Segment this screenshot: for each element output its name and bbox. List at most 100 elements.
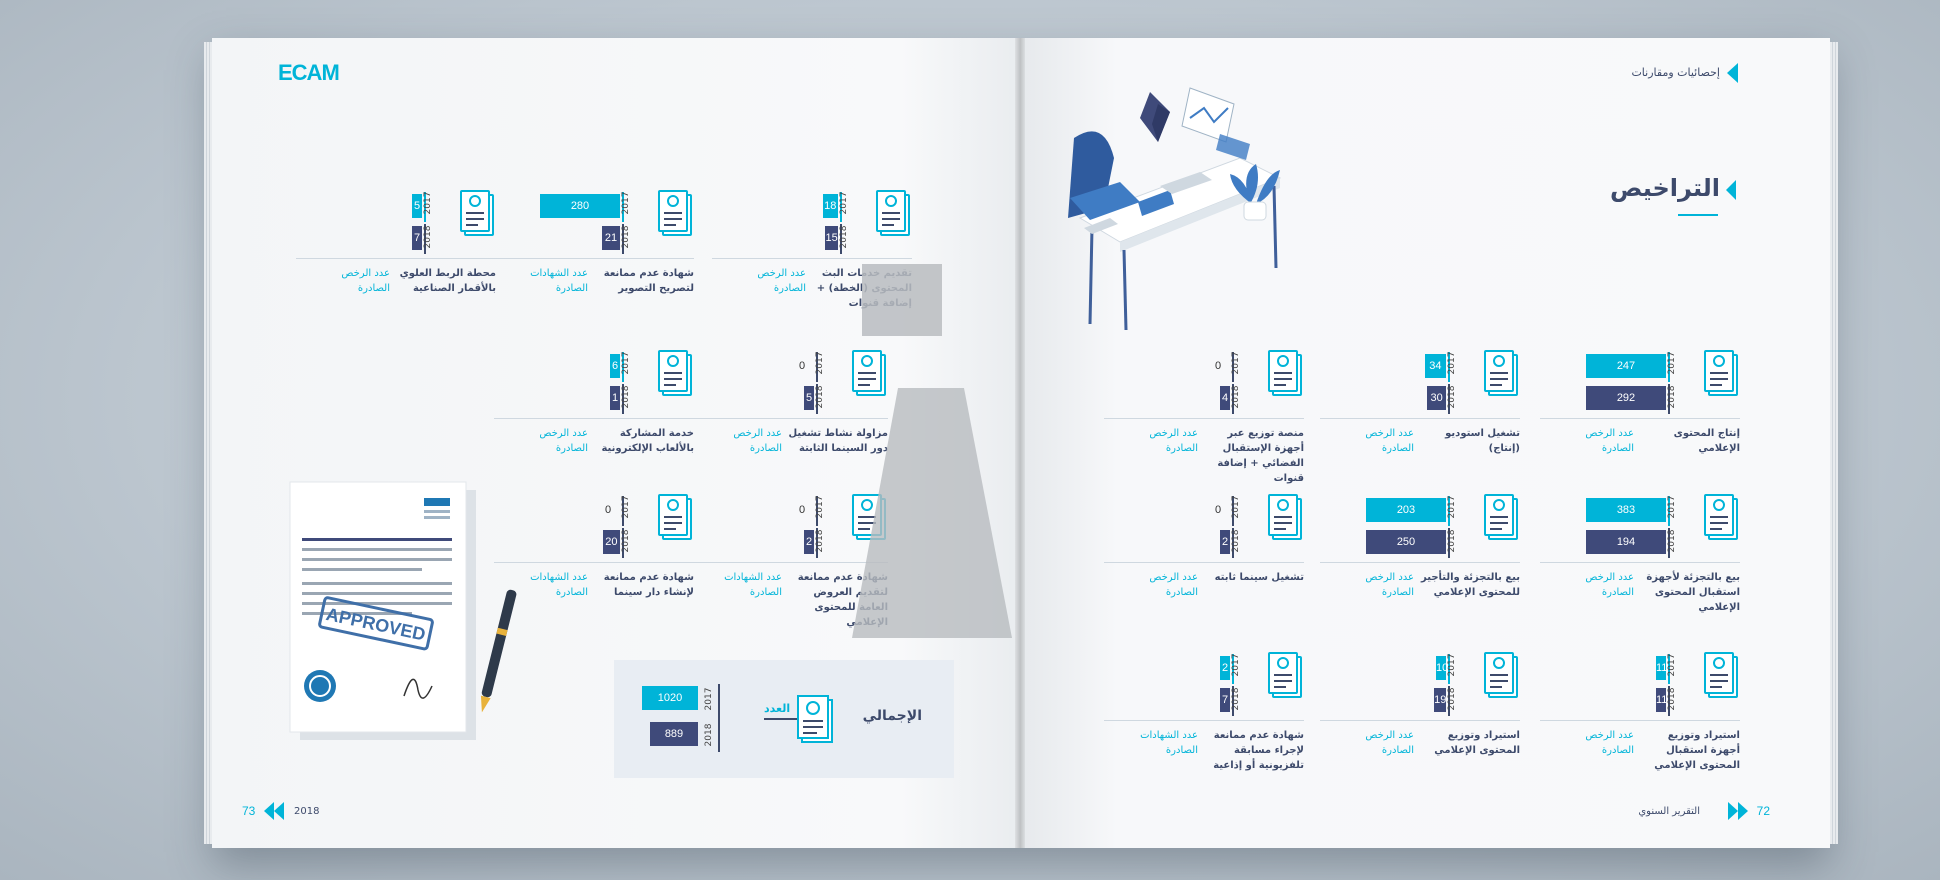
stat-separator <box>296 258 496 259</box>
year-divider <box>840 192 842 222</box>
stat-count-label: عدد الرخص الصادرة <box>1365 730 1414 756</box>
year-2018-label: 2018 <box>1231 687 1241 711</box>
bar-2017: 203 <box>1366 498 1446 522</box>
stat-label: محطة الربط العلوي بالأقمار الصناعية <box>399 268 496 294</box>
year-2017-label: 2017 <box>621 495 631 519</box>
stat-separator <box>1320 720 1520 721</box>
bar-2017: 247 <box>1586 354 1666 378</box>
year-divider <box>424 224 426 254</box>
document-check-icon <box>1484 494 1520 542</box>
year-divider <box>1232 496 1234 526</box>
bar-2018: 19 <box>1434 688 1446 712</box>
year-2018-label: 2018 <box>1667 529 1677 553</box>
stat-block: 2017 2018 203 250 بيع بالتجزئة والتأجير … <box>1320 494 1520 598</box>
bar-2018: 30 <box>1427 386 1446 410</box>
overlay-trapezoid <box>852 388 1012 638</box>
stat-label: استيراد وتوزيع المحتوى الإعلامي <box>1434 730 1520 756</box>
section-label: إحصائيات ومقارنات <box>1631 66 1720 79</box>
year-2018-label: 2018 <box>815 385 825 409</box>
year-2018-label: 2018 <box>839 225 849 249</box>
document-check-icon <box>1704 494 1740 542</box>
title-arrow-icon <box>1726 180 1736 200</box>
bar-2018: 7 <box>1220 688 1230 712</box>
total-vline <box>718 684 720 752</box>
bar-2017: 10 <box>1436 656 1448 680</box>
stat-block: 2017 2018 6 1 خدمة المشاركة بالألعاب الإ… <box>494 350 694 454</box>
year-divider <box>622 352 624 382</box>
year-divider <box>1668 654 1670 684</box>
stat-count-label: عدد الرخص الصادرة <box>341 268 390 294</box>
year-divider <box>1232 352 1234 382</box>
year-2017-label: 2017 <box>1667 351 1677 375</box>
stat-separator <box>1540 562 1740 563</box>
year-divider <box>1668 528 1670 558</box>
left-page-number: 73 <box>242 804 256 818</box>
stat-count-label: عدد الرخص الصادرة <box>1585 572 1634 598</box>
bar-2017: 280 <box>540 194 620 218</box>
document-check-icon <box>1268 652 1304 700</box>
year-divider <box>816 528 818 558</box>
prev-page-arrows[interactable] <box>264 802 284 820</box>
stat-label: خدمة المشاركة بالألعاب الإلكترونية <box>601 428 694 454</box>
stat-count-label: عدد الشهادات الصادرة <box>530 268 588 294</box>
stat-block: 2017 2018 5 7 محطة الربط العلوي بالأقمار… <box>296 190 496 294</box>
year-divider <box>622 192 624 222</box>
stat-label: منصة توزيع عبر أجهزة الإستقبال الفضائي +… <box>1217 428 1304 484</box>
bar-2018: 250 <box>1366 530 1446 554</box>
bar-2017: 383 <box>1586 498 1666 522</box>
left-page: ECAM 2017 2018 5 7 محطة الربط العلوي بال… <box>212 38 1022 848</box>
stat-block: 2017 2018 280 21 شهادة عدم ممانعة لتصريح… <box>494 190 694 294</box>
year-divider <box>622 496 624 526</box>
year-2018-label: 2018 <box>815 529 825 553</box>
desk-illustration <box>1068 87 1282 331</box>
document-check-icon <box>460 190 496 238</box>
year-2017-label: 2017 <box>1667 495 1677 519</box>
year-divider <box>1448 686 1450 716</box>
year-divider <box>424 192 426 222</box>
year-divider <box>1668 686 1670 716</box>
stat-separator <box>494 418 694 419</box>
year-2018-label: 2018 <box>1447 687 1457 711</box>
year-divider <box>622 224 624 254</box>
year-2018-label: 2018 <box>621 529 631 553</box>
year-divider <box>1232 654 1234 684</box>
bar-2018: 5 <box>804 386 814 410</box>
year-divider <box>1232 384 1234 414</box>
stat-label: استيراد وتوزيع أجهزة استقبال المحتوى الإ… <box>1654 730 1740 771</box>
document-check-icon <box>658 190 694 238</box>
year-2018-label: 2018 <box>1667 385 1677 409</box>
stat-block: 2017 2018 0 5 مزاولة نشاط تشغيل دور السي… <box>688 350 888 454</box>
bar-2017: 0 <box>798 360 806 372</box>
stat-label: تشغيل استوديو (إنتاج) <box>1445 428 1520 454</box>
bar-2018: 4 <box>1220 386 1230 410</box>
stat-count-label: عدد الرخص الصادرة <box>1149 572 1198 598</box>
page-title: التراخيص <box>1609 174 1720 202</box>
open-book: ECAM 2017 2018 5 7 محطة الربط العلوي بال… <box>204 38 1838 848</box>
stat-block: 2017 2018 2 7 شهادة عدم ممانعة لإجراء مس… <box>1104 652 1304 771</box>
bar-2017: 0 <box>1214 504 1222 516</box>
document-check-icon <box>1704 652 1740 700</box>
bar-2018: 21 <box>602 226 620 250</box>
year-2017-label: 2017 <box>1447 653 1457 677</box>
bar-2018: 20 <box>602 530 620 554</box>
year-divider <box>1448 384 1450 414</box>
document-check-icon <box>658 350 694 398</box>
total-count-label: العدد <box>764 702 791 715</box>
year-2018-label: 2018 <box>1231 385 1241 409</box>
document-check-icon <box>1268 350 1304 398</box>
stat-separator <box>1104 720 1304 721</box>
left-footer-year: 2018 <box>294 806 320 817</box>
next-page-arrows[interactable] <box>1728 802 1748 820</box>
stat-separator <box>494 562 694 563</box>
year-divider <box>622 384 624 414</box>
stat-count-label: عدد الشهادات الصادرة <box>724 572 782 598</box>
total-year-2017: 2017 <box>704 687 714 711</box>
stat-label: شهادة عدم ممانعة لتصريح التصوير <box>603 268 694 294</box>
stat-separator <box>1104 562 1304 563</box>
year-2017-label: 2017 <box>1231 351 1241 375</box>
year-2018-label: 2018 <box>423 225 433 249</box>
bar-2017: 0 <box>798 504 806 516</box>
total-count-underline <box>764 718 800 720</box>
year-2018-label: 2018 <box>1231 529 1241 553</box>
document-check-icon <box>1484 652 1520 700</box>
